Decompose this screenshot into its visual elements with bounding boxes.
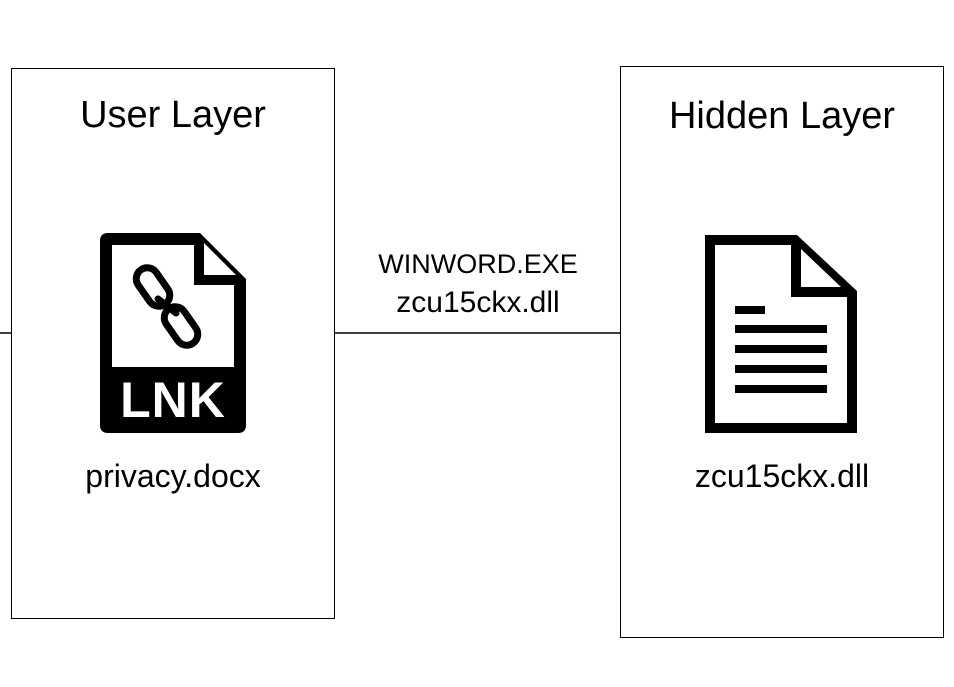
edge-label-dll: zcu15ckx.dll — [396, 286, 560, 319]
chain-link-icon — [132, 264, 202, 349]
user-layer-box: User Layer LNK privacy.docx — [11, 68, 335, 619]
hidden-layer-box: Hidden Layer zcu15ckx.dll — [620, 66, 944, 638]
lnk-file-icon: LNK — [100, 233, 246, 433]
user-layer-title: User Layer — [80, 94, 266, 136]
edge-label-process: WINWORD.EXE — [378, 249, 578, 279]
document-icon — [705, 235, 857, 433]
hidden-layer-title: Hidden Layer — [668, 95, 896, 137]
dll-file-label: zcu15ckx.dll — [694, 458, 870, 494]
lnk-file-label: privacy.docx — [85, 458, 261, 494]
document-lines — [735, 306, 827, 393]
lnk-badge-text: LNK — [120, 372, 226, 428]
